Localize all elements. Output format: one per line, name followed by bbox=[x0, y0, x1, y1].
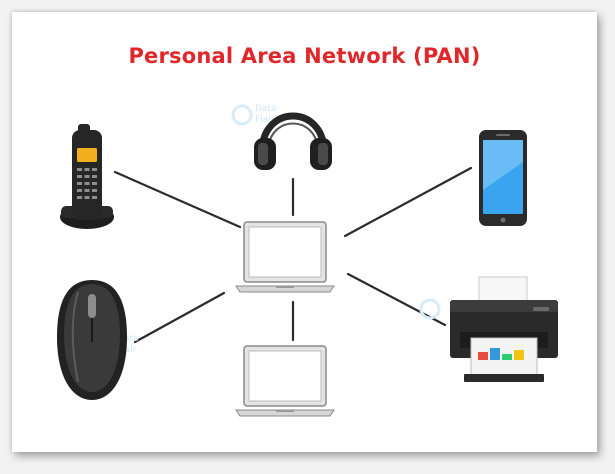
printer-icon bbox=[450, 276, 558, 382]
cordless-phone-icon bbox=[60, 124, 114, 229]
watermark-text: Flair bbox=[117, 345, 137, 355]
watermark-text: Flair bbox=[255, 115, 275, 125]
laptop-icon bbox=[235, 345, 335, 417]
link-mouse-laptop bbox=[133, 291, 226, 344]
link-smartphone-laptop bbox=[343, 166, 473, 238]
laptop-icon bbox=[235, 221, 335, 293]
watermark-text: Data bbox=[117, 334, 139, 344]
pan-diagram: Data Flair Data Flair bbox=[57, 104, 558, 417]
mouse-icon bbox=[57, 280, 127, 400]
smartphone-icon bbox=[479, 130, 527, 226]
link-phone-laptop bbox=[113, 170, 242, 229]
diagram-title: Personal Area Network (PAN) bbox=[128, 44, 481, 68]
headphones-icon bbox=[254, 112, 332, 170]
watermark-text: Data bbox=[255, 104, 277, 114]
diagram-card: Personal Area Network (PAN) Data Flair D… bbox=[12, 12, 597, 452]
